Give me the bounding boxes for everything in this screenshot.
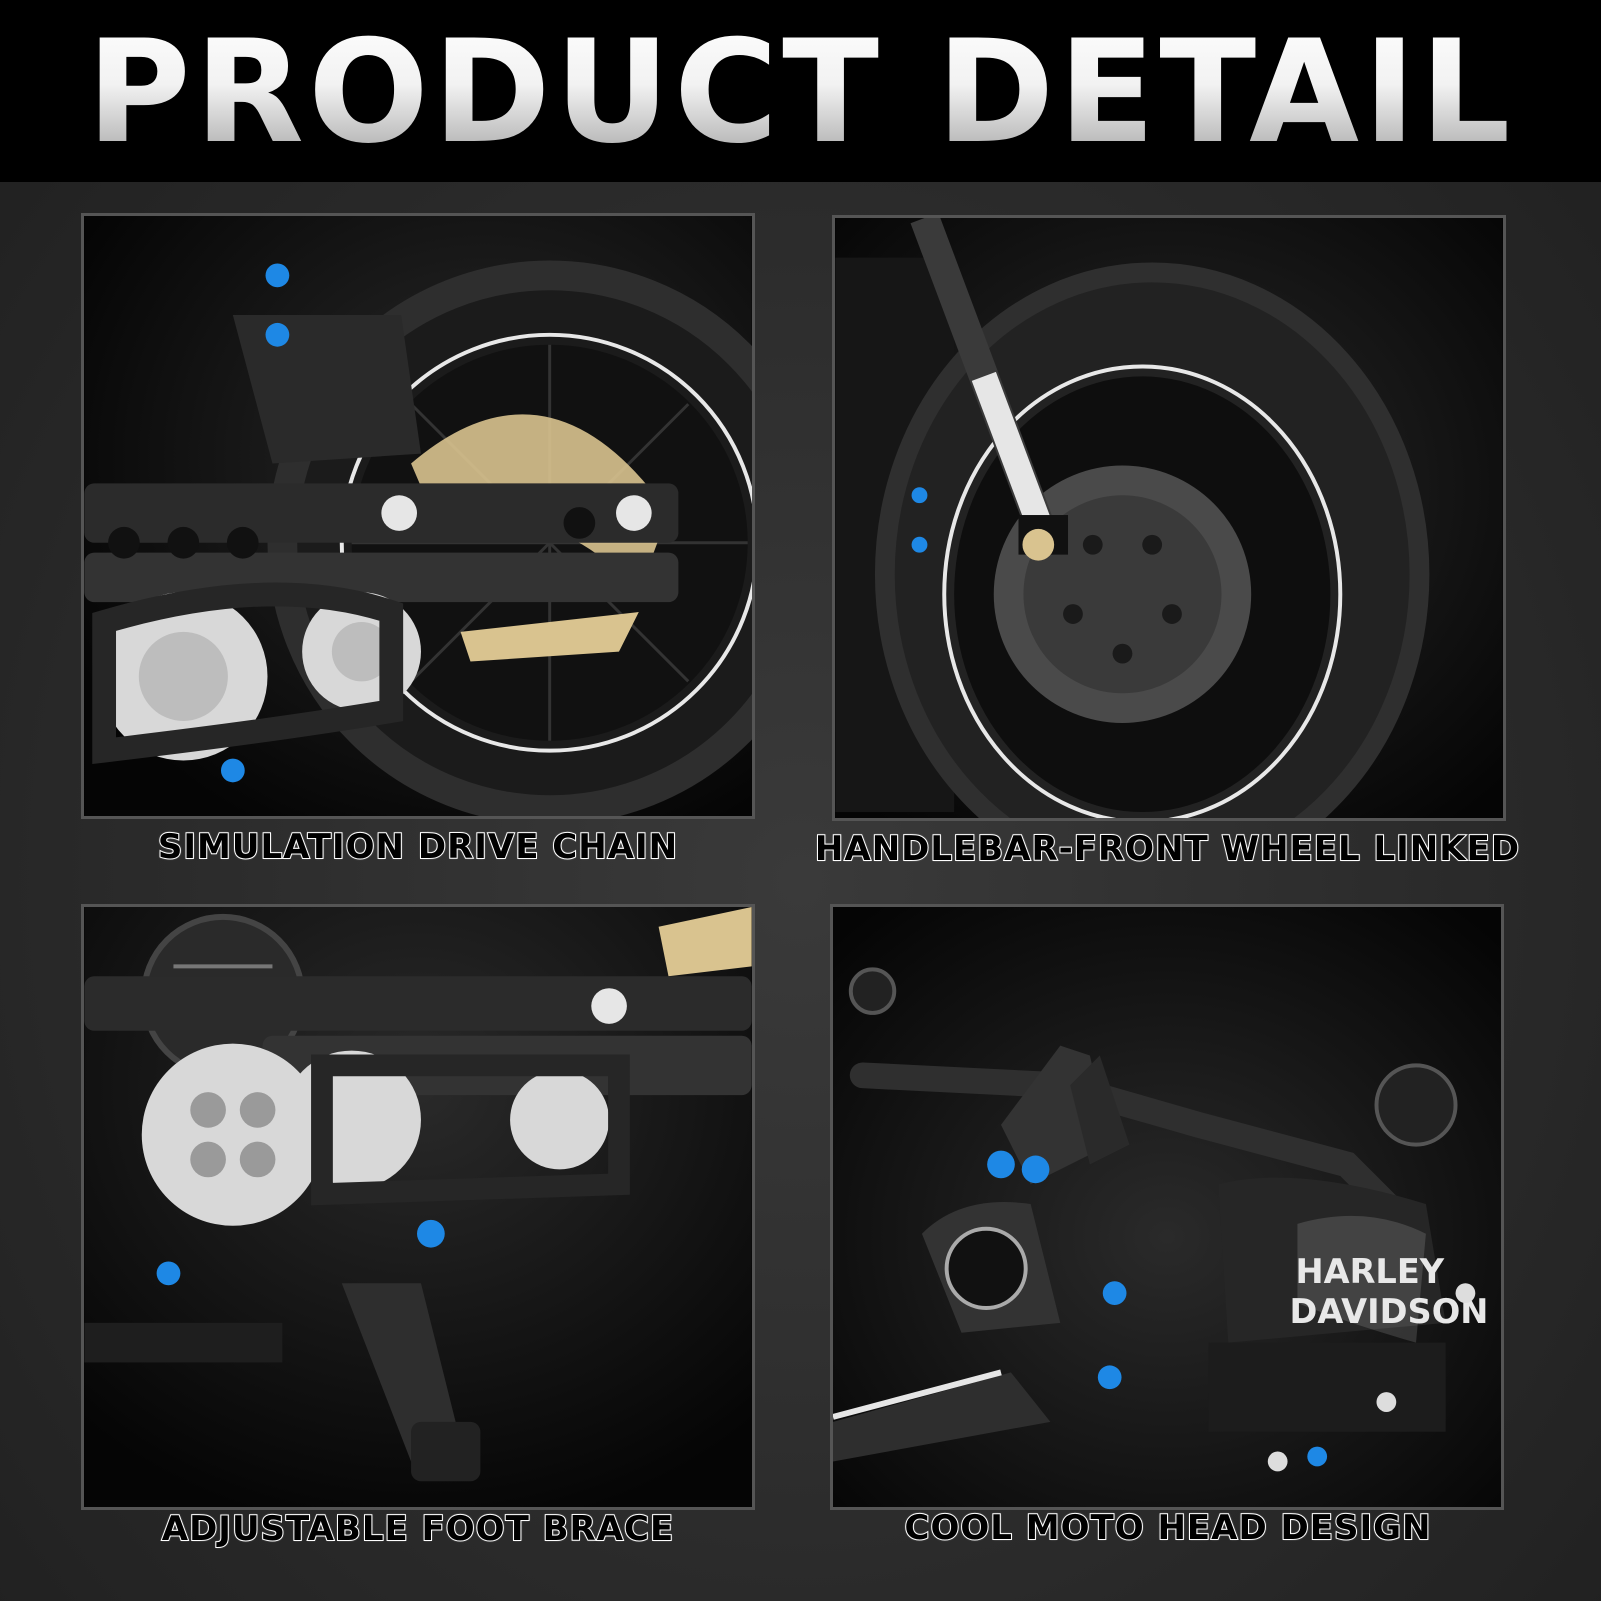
caption-front-wheel: HANDLEBAR-FRONT WHEEL LINKED xyxy=(814,828,1521,870)
photo-panel-moto-head: HARLEY DAVIDSON xyxy=(830,904,1504,1510)
photo-panel-foot-brace xyxy=(81,904,755,1510)
caption-moto-head: COOL MOTO HEAD DESIGN xyxy=(904,1507,1432,1549)
page-title: PRODUCT DETAIL xyxy=(0,8,1601,178)
header-bar: PRODUCT DETAIL xyxy=(0,0,1601,182)
tank-logo-line2: DAVIDSON xyxy=(1290,1292,1489,1331)
front-wheel-disc-brake-photo xyxy=(835,218,1503,818)
caption-drive-chain: SIMULATION DRIVE CHAIN xyxy=(157,826,679,868)
rear-wheel-drive-chain-photo xyxy=(84,216,752,816)
caption-foot-brace: ADJUSTABLE FOOT BRACE xyxy=(161,1508,675,1550)
tank-logo-line1: HARLEY xyxy=(1295,1252,1444,1291)
photo-panel-drive-chain xyxy=(81,213,755,819)
handlebar-headlight-tank-photo: HARLEY DAVIDSON xyxy=(833,907,1501,1507)
photo-panel-front-wheel xyxy=(832,215,1506,821)
gears-kickstand-photo xyxy=(84,907,752,1507)
